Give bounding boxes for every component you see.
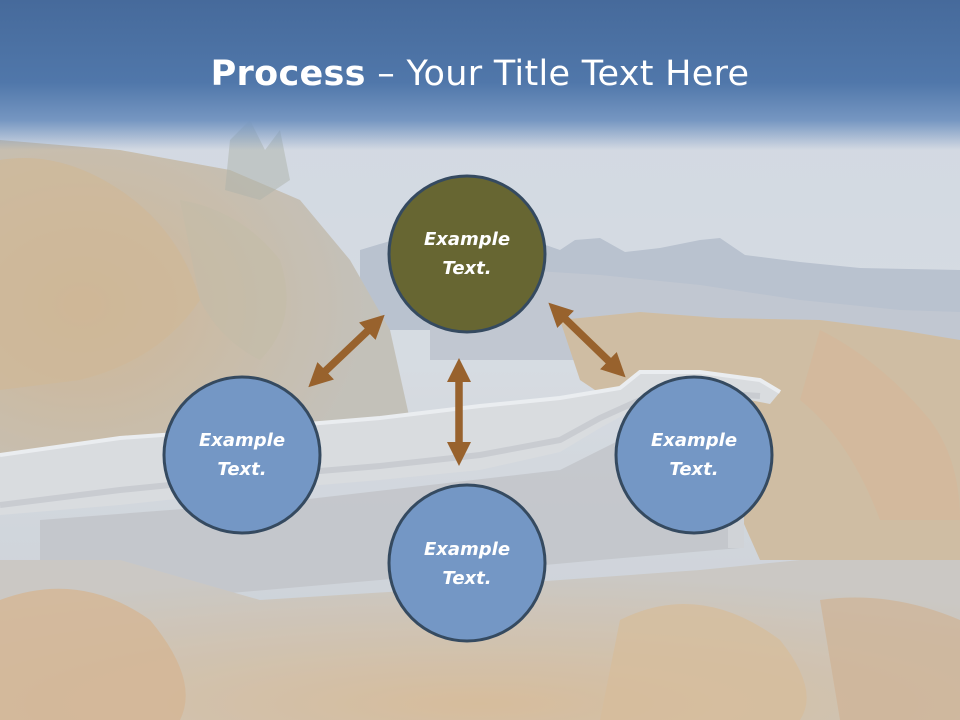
node-bottom-line2: Text. (442, 568, 492, 589)
node-left (162, 375, 322, 535)
node-top-line1: Example (423, 229, 511, 250)
title-band (0, 0, 960, 150)
node-left-line2: Text. (217, 459, 267, 480)
arrow-top-left (308, 314, 385, 388)
node-bottom-line1: Example (423, 539, 511, 560)
node-left-label: Example Text. (167, 426, 317, 484)
slide-title: Process – Your Title Text Here (0, 52, 960, 96)
node-top (387, 174, 547, 334)
node-top-label: Example Text. (392, 225, 542, 283)
title-rest-part: – Your Title Text Here (365, 54, 750, 94)
node-right-label: Example Text. (619, 426, 769, 484)
node-right (614, 375, 774, 535)
title-bold-part: Process (210, 54, 366, 94)
node-top-line2: Text. (442, 258, 492, 279)
node-bottom (387, 483, 547, 643)
arrow-top-right (548, 302, 626, 378)
node-bottom-label: Example Text. (392, 535, 542, 593)
node-left-line1: Example (198, 430, 286, 451)
node-right-line2: Text. (669, 459, 719, 480)
node-right-line1: Example (650, 430, 738, 451)
